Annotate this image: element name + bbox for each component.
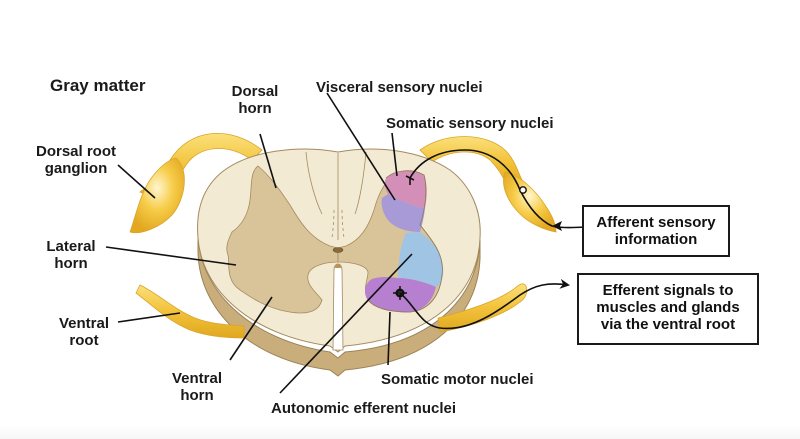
leader-ventral-horn — [229, 296, 273, 361]
afferent-arrow-head — [552, 221, 562, 231]
label-somatic-motor-nuclei: Somatic motor nuclei — [381, 371, 534, 388]
efferent-box-line2: muscles and glands — [596, 299, 740, 316]
leader-lines — [105, 92, 413, 394]
nuclei-outline — [367, 170, 443, 313]
label-dorsal-horn-line2: horn — [238, 100, 272, 117]
fissure-top — [335, 263, 341, 268]
label-lateral-horn-line1: Lateral — [46, 238, 96, 255]
leader-somatic-motor — [387, 311, 391, 366]
leader-dorsal-horn — [259, 133, 277, 189]
somatic-sensory-nuclei-region — [384, 170, 427, 208]
leader-autonomic-efferent — [279, 253, 413, 394]
efferent-box-line1: Efferent signals to — [602, 282, 734, 299]
label-lateral-horn: Lateral horn — [40, 238, 102, 272]
label-somatic-sensory-nuclei: Somatic sensory nuclei — [386, 115, 554, 132]
label-drg-line2: ganglion — [44, 160, 108, 177]
label-dorsal-horn-line1: Dorsal — [231, 83, 279, 100]
label-ventral-root-line2: root — [69, 332, 99, 349]
label-visceral-sensory-nuclei: Visceral sensory nuclei — [316, 79, 483, 96]
bottom-fade — [0, 425, 800, 439]
leader-dorsal-root-ganglion — [117, 164, 156, 199]
efferent-box-line3: via the ventral root — [600, 316, 736, 333]
afferent-box-line1: Afferent sensory — [596, 214, 716, 231]
ventral-median-fissure — [332, 263, 344, 351]
leader-visceral-sensory — [326, 92, 396, 201]
label-ventral-horn-line2: horn — [180, 387, 214, 404]
efferent-signals-box: Efferent signals to muscles and glands v… — [577, 273, 759, 345]
afferent-sensory-box: Afferent sensory information — [582, 205, 730, 257]
label-ventral-root: Ventral root — [52, 315, 116, 349]
right-dorsal-root-ganglion — [503, 171, 557, 233]
label-drg-line1: Dorsal root — [35, 143, 116, 160]
leader-lateral-horn — [105, 246, 237, 266]
sensory-neuron-cell-body — [519, 186, 527, 194]
label-dorsal-horn: Dorsal horn — [226, 83, 284, 117]
left-dorsal-root-ganglion — [129, 157, 185, 234]
central-canal — [332, 247, 344, 253]
label-ventral-horn-line1: Ventral — [171, 370, 223, 387]
dorsal-column-lines — [305, 151, 367, 240]
autonomic-efferent-nuclei-region — [398, 232, 444, 287]
right-ventral-root — [437, 283, 528, 333]
leader-ventral-root — [117, 312, 181, 323]
label-lateral-horn-line2: horn — [54, 255, 88, 272]
sensory-synapse-terminal — [405, 175, 415, 185]
visceral-sensory-nuclei-region — [381, 194, 425, 232]
label-dorsal-root-ganglion: Dorsal root ganglion — [28, 143, 124, 177]
cord-side-thickness — [197, 231, 481, 377]
efferent-pathway — [399, 278, 570, 330]
afferent-box-line2: information — [614, 231, 698, 248]
gray-matter-title: Gray matter — [50, 76, 146, 95]
leader-somatic-sensory — [391, 132, 398, 177]
label-autonomic-efferent-nuclei: Autonomic efferent nuclei — [271, 400, 457, 417]
label-ventral-root-line1: Ventral — [58, 315, 110, 332]
label-ventral-horn: Ventral horn — [165, 370, 229, 404]
gray-matter-left — [226, 165, 339, 314]
